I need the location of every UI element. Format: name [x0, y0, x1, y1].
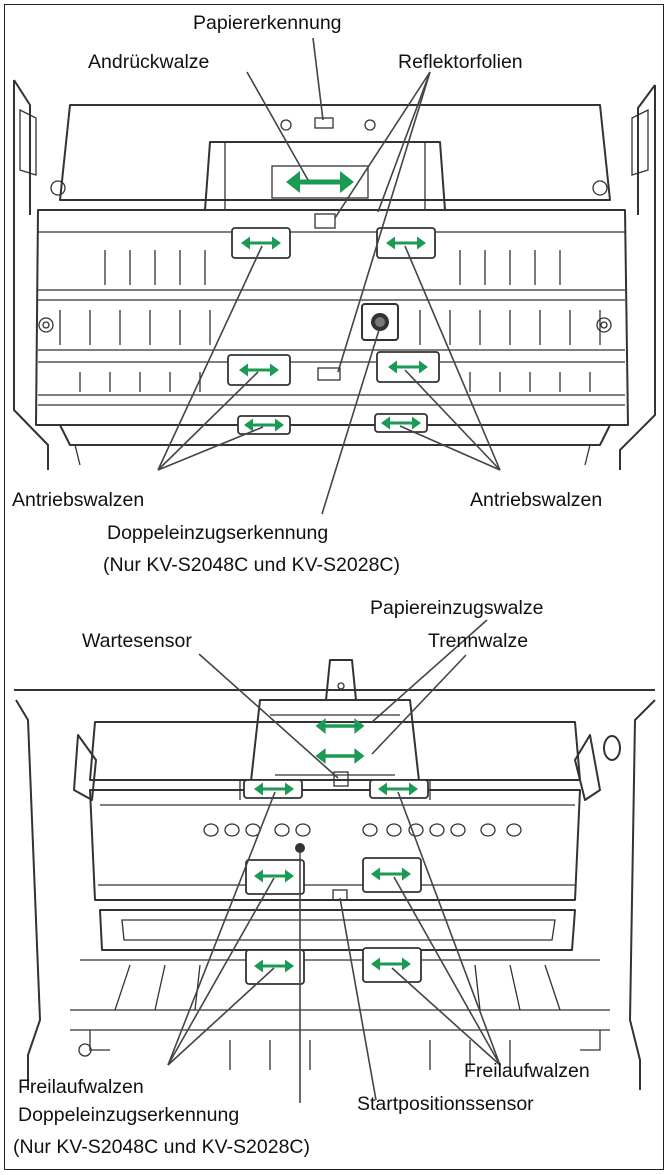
label-separation-roller: Trennwalze [428, 630, 528, 652]
top-scanner-illustration [13, 79, 656, 470]
label-double-feed-note-bottom: (Nur KV-S2048C und KV-S2028C) [13, 1136, 310, 1158]
pressure-roller-arrow [286, 171, 354, 193]
label-double-feed-detection-bottom: Doppeleinzugserkennung [18, 1104, 239, 1126]
label-reflector-foils: Reflektorfolien [398, 51, 523, 73]
label-drive-rollers-left: Antriebswalzen [12, 489, 144, 511]
label-pressure-roller: Andrückwalze [88, 51, 209, 73]
label-double-feed-note-top: (Nur KV-S2048C und KV-S2028C) [103, 554, 400, 576]
label-waiting-sensor: Wartesensor [82, 630, 192, 652]
label-start-position-sensor: Startpositionssensor [357, 1093, 534, 1115]
bottom-roller-arrows [252, 716, 420, 974]
separation-roller-arrow [313, 746, 367, 766]
label-drive-rollers-right: Antriebswalzen [470, 489, 602, 511]
label-double-feed-detection-top: Doppeleinzugserkennung [107, 522, 328, 544]
label-free-rollers-right: Freilaufwalzen [464, 1060, 590, 1082]
label-paper-feed-roller: Papiereinzugswalze [370, 597, 543, 619]
label-paper-detection: Papiererkennung [193, 12, 342, 34]
top-leader-lines [157, 37, 501, 515]
bottom-leader-lines [167, 619, 501, 1103]
paper-feed-roller-arrow [313, 716, 367, 736]
label-free-rollers-left: Freilaufwalzen [18, 1076, 144, 1098]
